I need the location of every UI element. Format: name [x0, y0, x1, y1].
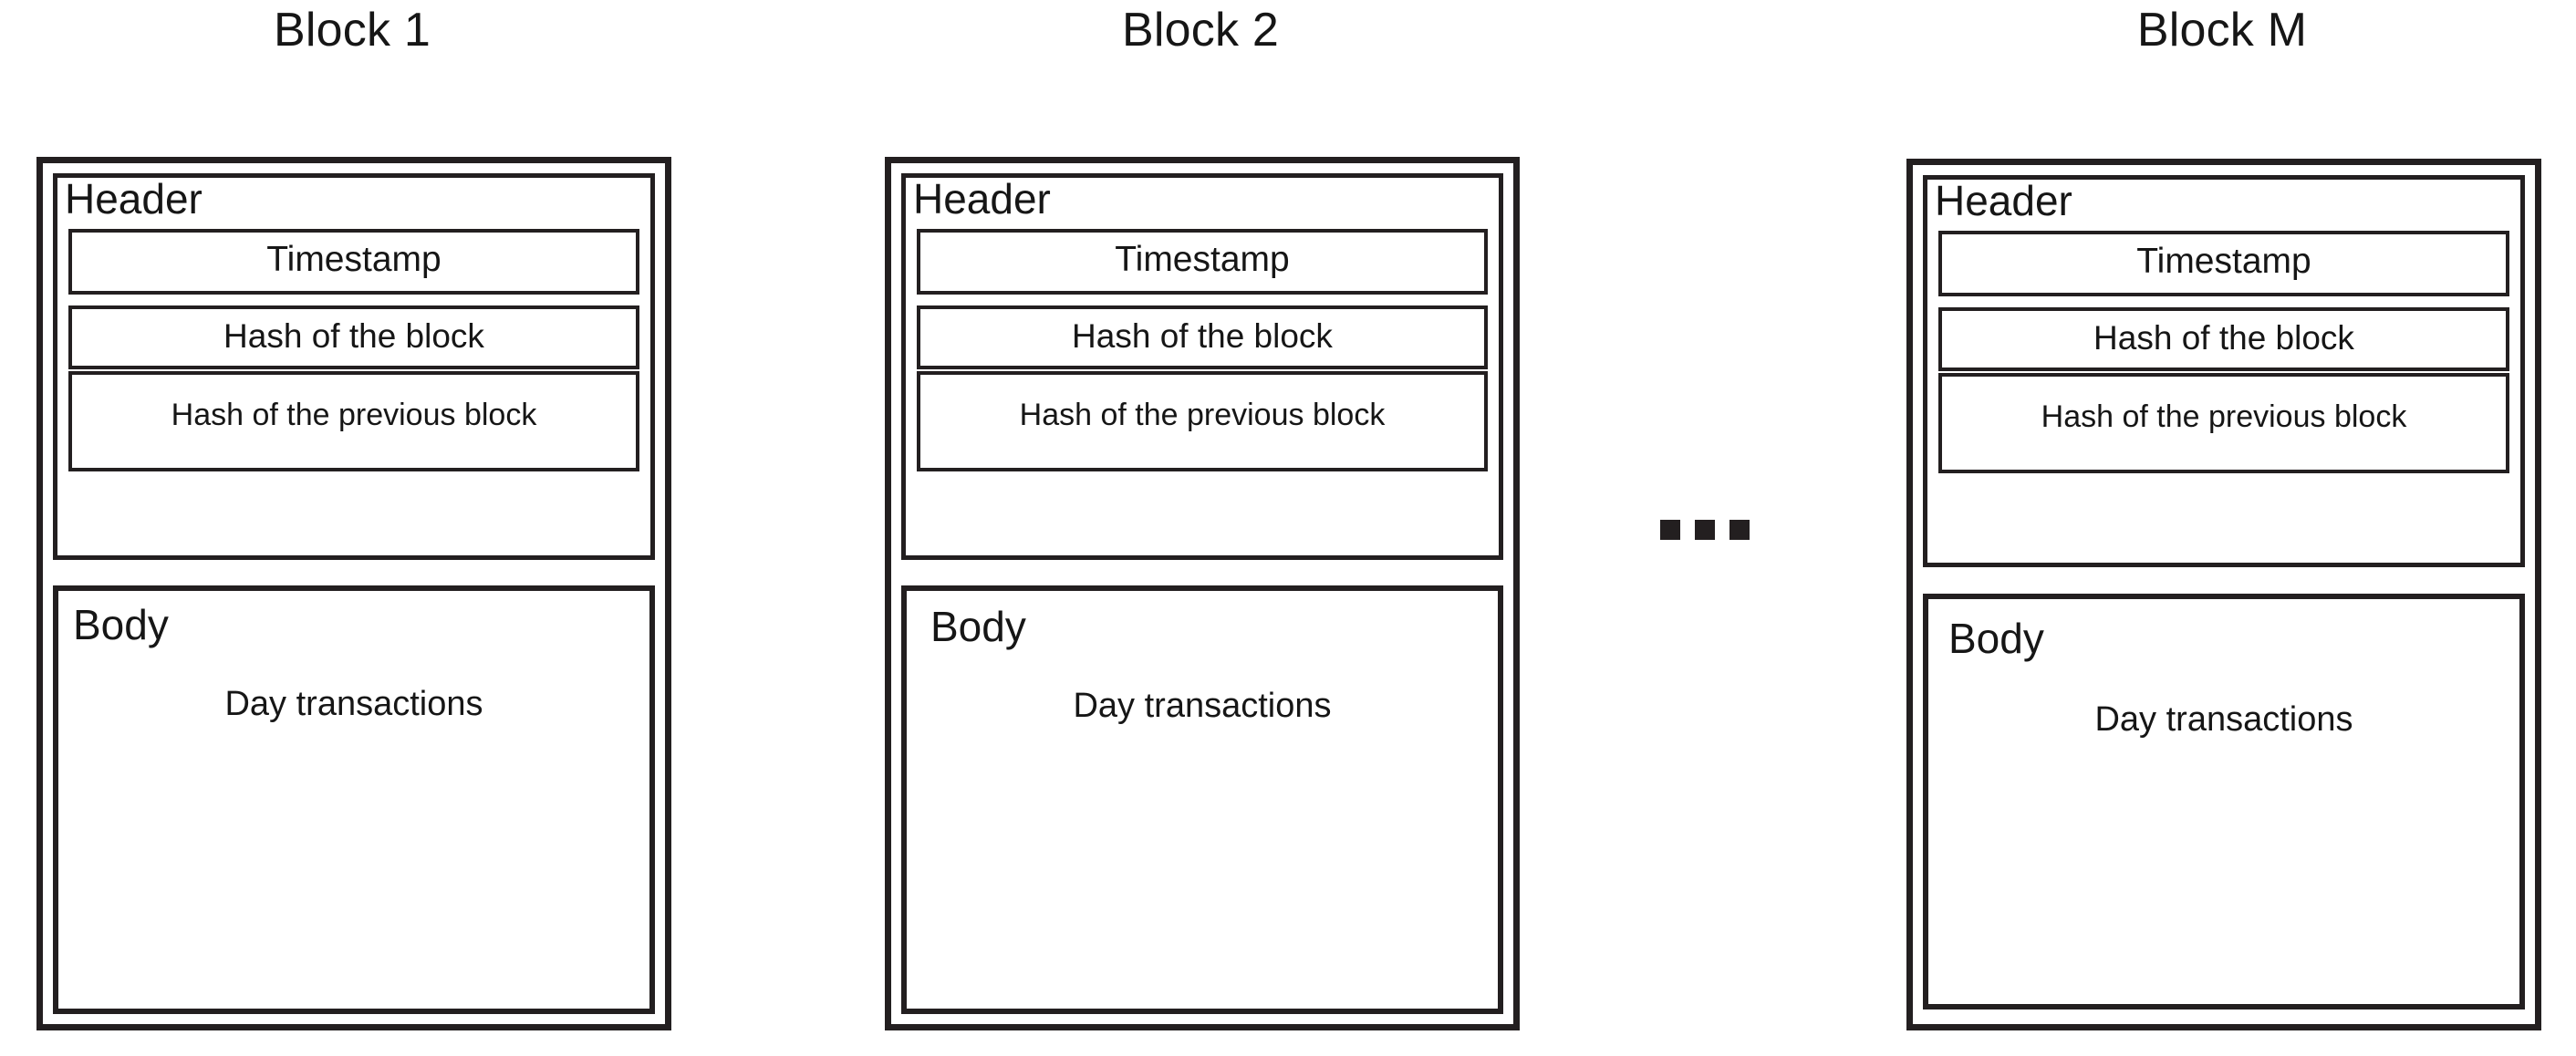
ellipsis-dot-icon — [1729, 520, 1750, 540]
body-title-m: Body — [1948, 615, 2044, 662]
hash-of-previous-block-label-m: Hash of the previous block — [2041, 399, 2407, 434]
header-title-1: Header — [65, 175, 203, 223]
block-caption-m: Block M — [2136, 4, 2308, 57]
block-frame-m: Header Timestamp Hash of the block Hash … — [1906, 159, 2541, 1030]
block-frame-2: Header Timestamp Hash of the block Hash … — [885, 157, 1520, 1030]
hash-of-block-field-1: Hash of the block — [68, 305, 639, 369]
hash-of-previous-block-field-1: Hash of the previous block — [68, 371, 639, 471]
hash-of-block-field-m: Hash of the block — [1938, 307, 2509, 371]
body-content-m: Day transactions — [2094, 700, 2353, 739]
timestamp-field-1: Timestamp — [68, 229, 639, 295]
hash-of-previous-block-field-2: Hash of the previous block — [917, 371, 1488, 471]
header-title-2: Header — [913, 175, 1051, 223]
body-title-2: Body — [930, 603, 1026, 650]
block-column-2: Block 2 Header Timestamp Hash of the blo… — [881, 0, 1520, 1056]
block-body-1: Body Day transactions — [53, 585, 655, 1014]
block-caption-2: Block 2 — [1122, 4, 1279, 57]
block-body-2: Body Day transactions — [901, 585, 1503, 1014]
hash-of-previous-block-field-m: Hash of the previous block — [1938, 373, 2509, 473]
hash-of-block-label-2: Hash of the block — [1072, 317, 1333, 355]
block-column-1: Block 1 Header Timestamp Hash of the blo… — [33, 0, 671, 1056]
block-frame-1: Header Timestamp Hash of the block Hash … — [36, 157, 671, 1030]
hash-of-block-label-m: Hash of the block — [2093, 319, 2354, 357]
body-content-1: Day transactions — [224, 685, 483, 723]
timestamp-label-m: Timestamp — [2136, 242, 2311, 281]
hash-of-block-field-2: Hash of the block — [917, 305, 1488, 369]
timestamp-label-1: Timestamp — [266, 240, 441, 279]
timestamp-label-2: Timestamp — [1115, 240, 1290, 279]
hash-of-previous-block-label-2: Hash of the previous block — [1019, 398, 1386, 432]
body-content-2: Day transactions — [1073, 687, 1332, 725]
timestamp-field-2: Timestamp — [917, 229, 1488, 295]
header-title-m: Header — [1935, 177, 2072, 224]
block-header-1: Header Timestamp Hash of the block Hash … — [53, 173, 655, 560]
hash-of-previous-block-label-1: Hash of the previous block — [171, 398, 537, 432]
timestamp-field-m: Timestamp — [1938, 231, 2509, 296]
ellipsis-dot-icon — [1695, 520, 1715, 540]
block-body-m: Body Day transactions — [1923, 594, 2525, 1009]
ellipsis-dot-icon — [1660, 520, 1680, 540]
continuation-ellipsis — [1660, 520, 1750, 540]
block-column-m: Block M Header Timestamp Hash of the blo… — [1903, 0, 2541, 1056]
block-header-m: Header Timestamp Hash of the block Hash … — [1923, 175, 2525, 567]
block-caption-1: Block 1 — [274, 4, 431, 57]
block-header-2: Header Timestamp Hash of the block Hash … — [901, 173, 1503, 560]
hash-of-block-label-1: Hash of the block — [223, 317, 484, 355]
body-title-1: Body — [73, 601, 169, 648]
